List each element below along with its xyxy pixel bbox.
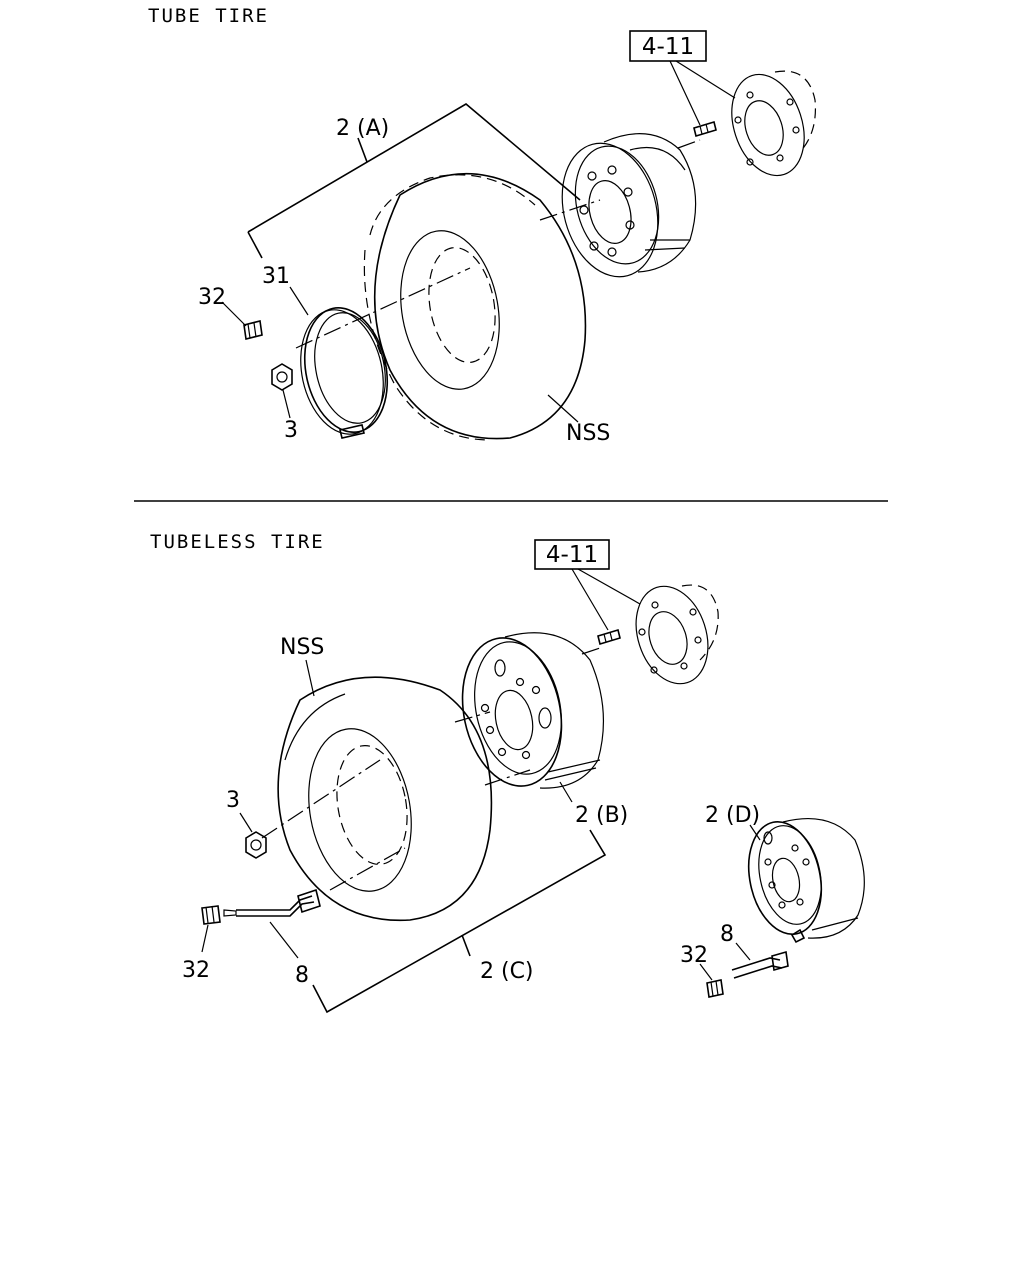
callout-32-left: 32 <box>182 958 210 983</box>
tube-tire <box>363 172 587 441</box>
callout-31: 31 <box>262 264 290 289</box>
callout-3-tube: 3 <box>284 418 298 443</box>
callout-8-left: 8 <box>295 963 309 988</box>
tubeless-bracket-2c <box>312 829 607 1014</box>
tube-hub <box>693 70 817 177</box>
tube-tire-section: TUBE TIRE 4-11 <box>148 5 817 446</box>
tubeless-ref-label: 4-11 <box>546 542 598 568</box>
callout-nss-tube: NSS <box>566 421 610 446</box>
tube-tire-title: TUBE TIRE <box>148 5 269 27</box>
callout-2a: 2 (A) <box>336 116 389 141</box>
tube-valve-cap <box>243 320 263 340</box>
tube-flap-ring <box>300 307 389 439</box>
tubeless-ref-box: 4-11 <box>534 539 641 631</box>
tubeless-nut <box>245 831 267 859</box>
tubeless-wheel-d <box>747 817 865 944</box>
tubeless-wheel-b <box>461 632 605 789</box>
callout-2d: 2 (D) <box>705 803 760 828</box>
callout-8-right: 8 <box>720 922 734 947</box>
tubeless-cap-left <box>201 905 237 925</box>
tubeless-tire <box>277 676 493 922</box>
tube-bracket-2a <box>247 103 581 259</box>
tube-centerline <box>295 267 471 349</box>
tubeless-valve-right <box>731 950 789 979</box>
tubeless-valve-left <box>236 888 321 917</box>
callout-2c: 2 (C) <box>480 959 534 984</box>
callout-32-right: 32 <box>680 943 708 968</box>
callout-2b: 2 (B) <box>575 803 628 828</box>
callout-nss-tubeless: NSS <box>280 635 324 660</box>
callout-32-tube: 32 <box>198 285 226 310</box>
tubeless-hub <box>597 584 719 685</box>
tubeless-tire-section: TUBELESS TIRE 4-11 <box>150 531 865 1014</box>
tube-ref-box: 4-11 <box>629 30 736 126</box>
tube-wheel-disc <box>561 133 697 278</box>
tubeless-cap-right <box>706 979 724 998</box>
tube-nut <box>271 363 293 391</box>
tubeless-tire-title: TUBELESS TIRE <box>150 531 325 553</box>
callout-3-tubeless: 3 <box>226 788 240 813</box>
tube-ref-label: 4-11 <box>642 34 694 60</box>
